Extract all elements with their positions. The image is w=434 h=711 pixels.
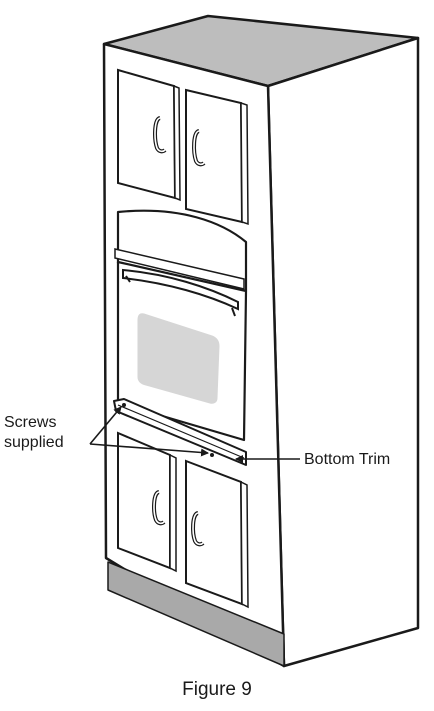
oven-window [137,313,220,404]
toe-kick [107,561,285,667]
wall-oven [114,209,248,442]
upper-left-door [117,68,181,202]
lower-left-door [117,431,177,573]
cabinet-side [266,36,420,668]
lower-right-door [185,459,249,609]
screw [122,403,126,407]
bottom-trim-callout: Bottom Trim [304,451,391,468]
figure-caption: Figure 9 [182,679,252,700]
leader-screw-left [89,406,122,445]
screws-callout-line2: supplied [4,434,64,451]
upper-right-door [185,88,249,226]
screws-callout-line1: Screws [4,414,57,431]
leader-screw-right [89,443,209,457]
screw [210,453,214,457]
oven-handle [122,268,239,311]
screws-supplied-callout: Screws supplied [4,413,64,453]
